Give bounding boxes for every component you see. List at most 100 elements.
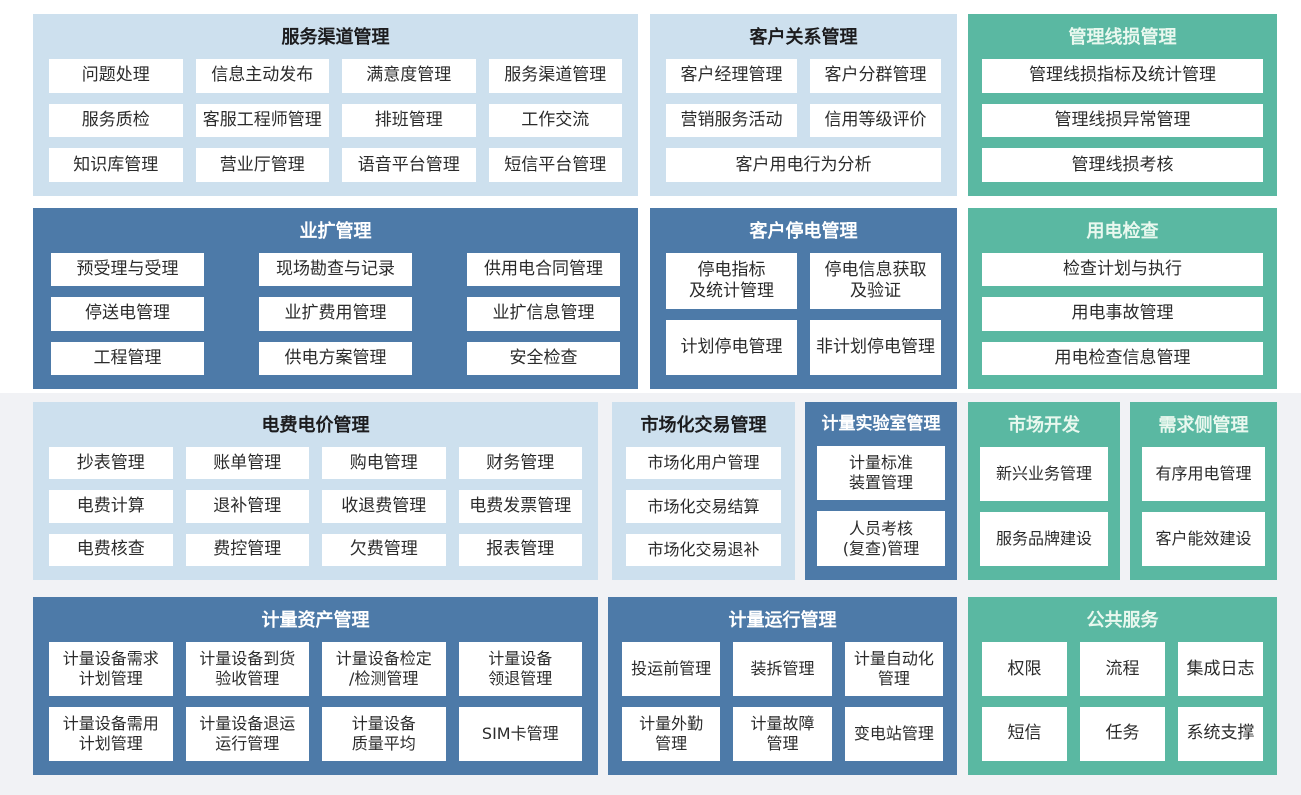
module-grid: 管理线损指标及统计管理 管理线损异常管理 管理线损考核 xyxy=(982,59,1263,182)
module-block: 预受理与受理 xyxy=(51,253,204,287)
module-grid: 计量标准 装置管理 人员考核 (复查)管理 xyxy=(817,445,945,566)
module-block: 停电指标 及统计管理 xyxy=(666,253,797,309)
module-block: 客户经理管理 xyxy=(666,59,797,93)
panel-customer-outage: 客户停电管理 停电指标 及统计管理 停电信息获取 及验证 计划停电管理 非计划停… xyxy=(650,208,957,389)
module-block: 安全检查 xyxy=(467,341,620,375)
module-block: 人员考核 (复查)管理 xyxy=(817,511,945,566)
panel-title: 公共服务 xyxy=(1086,610,1159,631)
module-block: 客户能效建设 xyxy=(1142,512,1265,566)
module-block: 服务渠道管理 xyxy=(488,59,622,93)
module-grid: 新兴业务管理 服务品牌建设 xyxy=(980,447,1108,566)
module-block: 计量设备退运 运行管理 xyxy=(185,707,309,761)
module-grid: 抄表管理 账单管理 购电管理 财务管理 电费计算 退补管理 收退费管理 电费发票… xyxy=(49,447,582,566)
module-block: 管理线损指标及统计管理 xyxy=(982,59,1263,93)
panel-title: 电费电价管理 xyxy=(261,415,370,436)
module-block: 权限 xyxy=(982,642,1067,697)
module-block: 满意度管理 xyxy=(342,59,476,93)
panel-public-services: 公共服务 权限 流程 集成日志 短信 任务 系统支撑 xyxy=(968,597,1277,775)
module-block: 排班管理 xyxy=(342,103,476,138)
panel-metering-assets: 计量资产管理 计量设备需求 计划管理 计量设备到货 验收管理 计量设备检定 /检… xyxy=(33,597,598,775)
module-block: 市场化用户管理 xyxy=(626,447,781,480)
module-grid: 预受理与受理 现场勘查与记录 供用电合同管理 停送电管理 业扩费用管理 业扩信息… xyxy=(51,253,620,375)
module-block: 信息主动发布 xyxy=(195,59,329,93)
module-block: 计量自动化 管理 xyxy=(844,642,943,697)
module-block: 市场化交易结算 xyxy=(626,490,781,523)
panel-market-dev: 市场开发 新兴业务管理 服务品牌建设 xyxy=(968,402,1120,580)
module-block: 停送电管理 xyxy=(51,297,204,331)
module-block: 投运前管理 xyxy=(622,642,721,697)
module-block: 计量设备需用 计划管理 xyxy=(49,707,173,761)
module-block: 营销服务活动 xyxy=(666,103,797,138)
module-block: 抄表管理 xyxy=(49,447,173,480)
module-grid: 检查计划与执行 用电事故管理 用电检查信息管理 xyxy=(982,253,1263,375)
module-block: 欠费管理 xyxy=(322,533,446,566)
module-block: 工作交流 xyxy=(488,103,622,138)
module-block: 信用等级评价 xyxy=(810,103,941,138)
module-block: 计量设备到货 验收管理 xyxy=(185,642,309,697)
module-block: 供用电合同管理 xyxy=(467,253,620,287)
module-block: 短信 xyxy=(982,707,1067,761)
module-grid: 问题处理 信息主动发布 满意度管理 服务渠道管理 服务质检 客服工程师管理 排班… xyxy=(49,59,622,182)
panel-title: 计量实验室管理 xyxy=(821,414,941,434)
panel-power-inspection: 用电检查 检查计划与执行 用电事故管理 用电检查信息管理 xyxy=(968,208,1277,389)
module-block: 业扩信息管理 xyxy=(467,297,620,331)
panel-billing: 电费电价管理 抄表管理 账单管理 购电管理 财务管理 电费计算 退补管理 收退费… xyxy=(33,402,598,580)
module-block: 电费核查 xyxy=(49,533,173,566)
module-block: 业扩费用管理 xyxy=(259,297,412,331)
module-block: 用电检查信息管理 xyxy=(982,341,1263,375)
module-grid: 权限 流程 集成日志 短信 任务 系统支撑 xyxy=(982,642,1263,761)
module-block: 有序用电管理 xyxy=(1142,447,1265,502)
module-block: 语音平台管理 xyxy=(342,148,476,182)
module-block: 电费发票管理 xyxy=(458,490,582,523)
module-grid: 投运前管理 装拆管理 计量自动化 管理 计量外勤 管理 计量故障 管理 变电站管… xyxy=(622,642,943,761)
module-block: 新兴业务管理 xyxy=(980,447,1108,502)
module-block: 电费计算 xyxy=(49,490,173,523)
panel-title: 用电检查 xyxy=(1086,221,1159,242)
module-block: 客户用电行为分析 xyxy=(666,148,941,182)
module-block: 装拆管理 xyxy=(733,642,832,697)
panel-title: 市场化交易管理 xyxy=(640,415,767,436)
module-block: 计划停电管理 xyxy=(666,319,797,375)
module-block: 计量设备 质量平均 xyxy=(322,707,446,761)
module-block: 非计划停电管理 xyxy=(810,319,941,375)
module-block: 计量设备检定 /检测管理 xyxy=(322,642,446,697)
module-block: 问题处理 xyxy=(49,59,183,93)
module-block: 流程 xyxy=(1080,642,1165,697)
module-grid: 市场化用户管理 市场化交易结算 市场化交易退补 xyxy=(626,447,781,566)
module-block: 工程管理 xyxy=(51,341,204,375)
module-block: 任务 xyxy=(1080,707,1165,761)
module-block: SIM卡管理 xyxy=(458,707,582,761)
module-block: 客户分群管理 xyxy=(810,59,941,93)
panel-demand-side: 需求侧管理 有序用电管理 客户能效建设 xyxy=(1130,402,1277,580)
panel-title: 客户停电管理 xyxy=(749,221,858,242)
module-block: 集成日志 xyxy=(1178,642,1263,697)
panel-title: 管理线损管理 xyxy=(1068,27,1177,48)
module-block: 变电站管理 xyxy=(844,707,943,761)
panel-business-expansion: 业扩管理 预受理与受理 现场勘查与记录 供用电合同管理 停送电管理 业扩费用管理… xyxy=(33,208,638,389)
module-block: 计量标准 装置管理 xyxy=(817,445,945,501)
module-block: 检查计划与执行 xyxy=(982,253,1263,287)
module-block: 退补管理 xyxy=(185,490,309,523)
panel-market-trade: 市场化交易管理 市场化用户管理 市场化交易结算 市场化交易退补 xyxy=(612,402,795,580)
panel-customer-relationship: 客户关系管理 客户经理管理 客户分群管理 营销服务活动 信用等级评价 客户用电行… xyxy=(650,14,957,196)
panel-title: 计量资产管理 xyxy=(261,610,370,631)
panel-title: 服务渠道管理 xyxy=(281,27,390,48)
module-block: 费控管理 xyxy=(185,533,309,566)
panel-title: 需求侧管理 xyxy=(1158,415,1249,436)
module-block: 客服工程师管理 xyxy=(195,103,329,138)
module-block: 系统支撑 xyxy=(1178,707,1263,761)
panel-title: 市场开发 xyxy=(1008,415,1080,436)
module-block: 管理线损异常管理 xyxy=(982,103,1263,138)
module-block: 服务品牌建设 xyxy=(980,512,1108,566)
module-grid: 有序用电管理 客户能效建设 xyxy=(1142,447,1265,566)
module-block: 停电信息获取 及验证 xyxy=(810,253,941,309)
module-block: 市场化交易退补 xyxy=(626,533,781,566)
module-block: 供电方案管理 xyxy=(259,341,412,375)
panel-title: 业扩管理 xyxy=(299,221,372,242)
panel-metering-ops: 计量运行管理 投运前管理 装拆管理 计量自动化 管理 计量外勤 管理 计量故障 … xyxy=(608,597,957,775)
panel-title: 客户关系管理 xyxy=(749,27,858,48)
module-block: 购电管理 xyxy=(322,447,446,480)
module-block: 计量设备 领退管理 xyxy=(458,642,582,697)
module-grid: 客户经理管理 客户分群管理 营销服务活动 信用等级评价 客户用电行为分析 xyxy=(666,59,941,182)
